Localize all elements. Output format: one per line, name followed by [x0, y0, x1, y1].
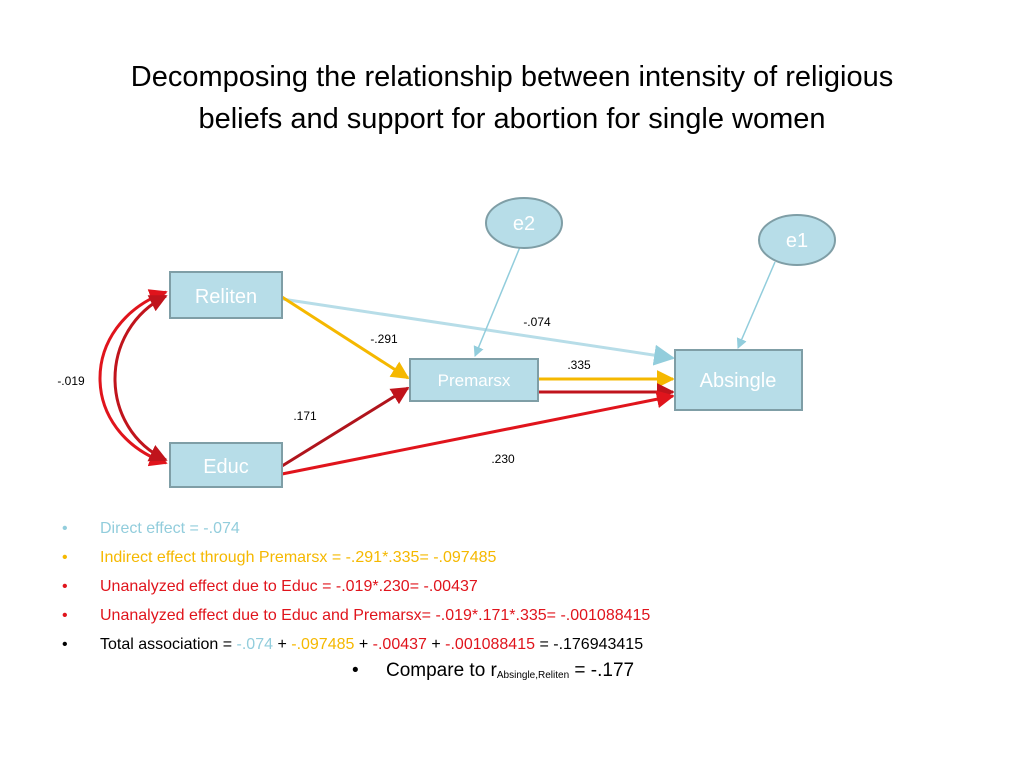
- total-plus-3: +: [426, 636, 446, 653]
- node-e1: e1: [758, 214, 836, 266]
- reliten-absingle-arrow: [281, 297, 676, 366]
- edge-label-premarsx-absingle: .335: [567, 358, 591, 372]
- bullet-unanalyzed-effect-educ-premarsx: Unanalyzed effect due to Educ and Premar…: [60, 601, 1000, 630]
- reliten-educ-curve-inner: [113, 294, 168, 462]
- educ-premarsx-arrow: [281, 386, 410, 468]
- edge-label-educ-premarsx: .171: [293, 409, 317, 423]
- educ-absingle-arrow: [281, 390, 675, 476]
- node-e2-label: e2: [513, 213, 535, 235]
- compare-prefix: Compare to r: [386, 660, 497, 681]
- node-reliten: Reliten: [169, 271, 283, 319]
- bullet-total-association: Total association = -.074 + -.097485 + -…: [60, 630, 1000, 659]
- edge-label-reliten-premarsx: -.291: [370, 332, 398, 346]
- compare-bullet: •: [352, 660, 359, 681]
- effects-list: Direct effect = -.074 Indirect effect th…: [60, 514, 1000, 659]
- total-plus-1: +: [273, 636, 292, 653]
- edge-label-reliten-educ: -.019: [57, 374, 85, 388]
- reliten-educ-curve-outer: [98, 289, 168, 467]
- compare-subscript: Absingle,Reliten: [496, 670, 570, 681]
- compare-value: = -.177: [569, 660, 635, 681]
- title-line-1: Decomposing the relationship between int…: [130, 61, 894, 93]
- total-prefix: Total association =: [100, 636, 237, 653]
- total-term-unanalyzed-1: -.00437: [372, 636, 427, 653]
- edge-label-educ-absingle: .230: [491, 452, 515, 466]
- title-line-2: beliefs and support for abortion for sin…: [198, 103, 826, 135]
- total-plus-2: +: [354, 636, 373, 653]
- node-absingle-label: Absingle: [700, 370, 777, 392]
- edge-label-reliten-absingle: -.074: [523, 315, 551, 329]
- node-premarsx: Premarsx: [409, 358, 539, 402]
- node-e2: e2: [485, 197, 563, 249]
- reliten-premarsx-arrow: [281, 295, 410, 380]
- bullet-unanalyzed-effect-educ: Unanalyzed effect due to Educ = -.019*.2…: [60, 572, 1000, 601]
- node-reliten-label: Reliten: [195, 286, 257, 308]
- total-result: = -.176943415: [535, 636, 644, 653]
- total-term-direct: -.074: [236, 636, 273, 653]
- node-educ: Educ: [169, 442, 283, 488]
- node-educ-label: Educ: [203, 456, 249, 478]
- node-absingle: Absingle: [674, 349, 803, 411]
- total-term-unanalyzed-2: -.001088415: [445, 636, 535, 653]
- compare-line: • Compare to rAbsingle,Reliten = -.177: [352, 660, 634, 682]
- bullet-indirect-effect: Indirect effect through Premarsx = -.291…: [60, 543, 1000, 572]
- e2-premarsx-arrow: [473, 246, 521, 357]
- total-term-indirect: -.097485: [291, 636, 355, 653]
- slide-title: Decomposing the relationship between int…: [0, 56, 1024, 140]
- node-premarsx-label: Premarsx: [438, 371, 511, 390]
- e1-absingle-arrow: [736, 261, 776, 349]
- bullet-direct-effect: Direct effect = -.074: [60, 514, 1000, 543]
- node-e1-label: e1: [786, 230, 808, 252]
